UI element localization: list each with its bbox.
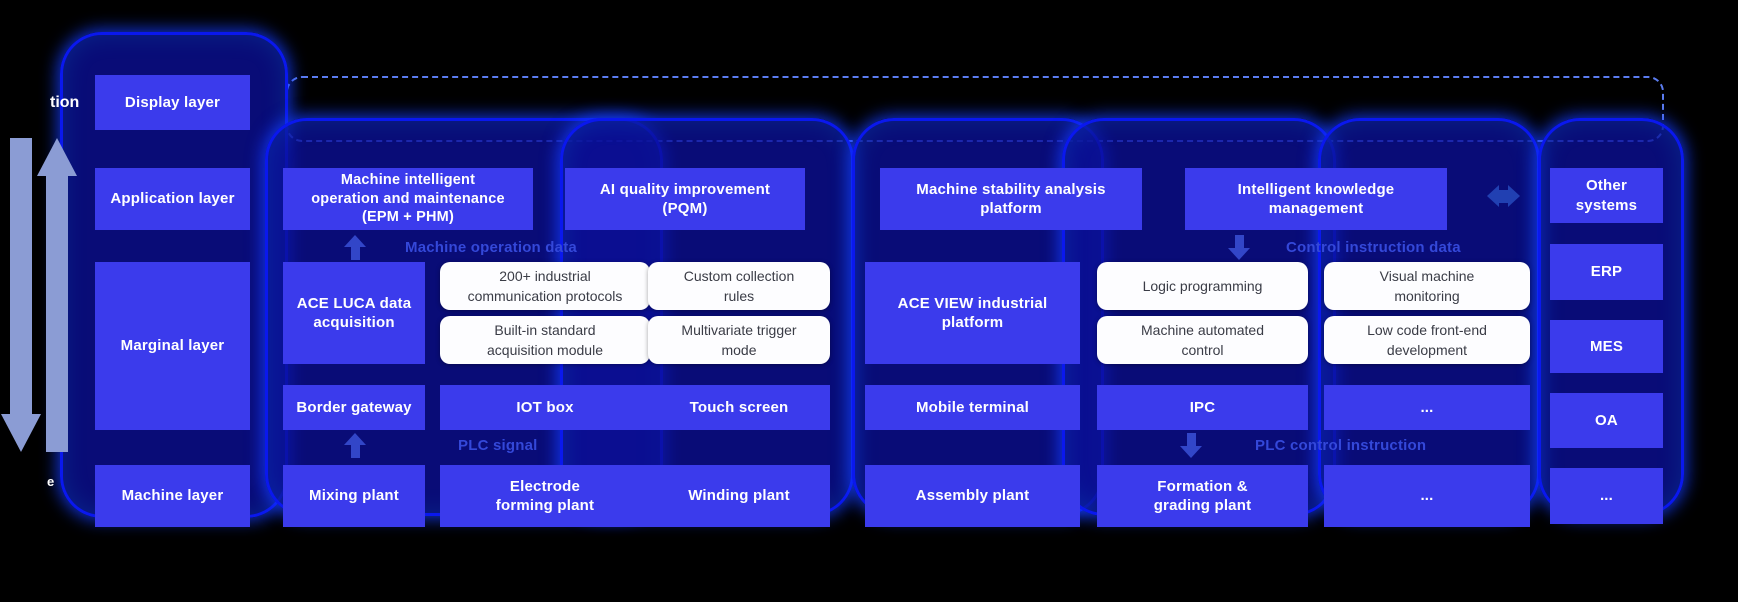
iot-box: IOT box bbox=[440, 385, 650, 430]
electrode-plant-box: Electrode forming plant bbox=[440, 465, 650, 527]
marginal-layer-box: Marginal layer bbox=[95, 262, 250, 430]
knowledge-management-box: Intelligent knowledge management bbox=[1185, 168, 1447, 230]
ace-luca-box: ACE LUCA data acquisition bbox=[283, 262, 425, 364]
feature-box: Visual machine monitoring bbox=[1324, 262, 1530, 310]
machine-layer-box: Machine layer bbox=[95, 465, 250, 527]
feature-box: 200+ industrial communication protocols bbox=[440, 262, 650, 310]
feature-box: Built-in standard acquisition module bbox=[440, 316, 650, 364]
flow-down-arrow-icon bbox=[1228, 235, 1250, 260]
epm-phm-box: Machine intelligent operation and mainte… bbox=[283, 168, 533, 230]
display-layer-box: Display layer bbox=[95, 75, 250, 130]
control-instruction-data-label: Control instruction data bbox=[1286, 239, 1461, 256]
double-headed-arrow-icon bbox=[1487, 185, 1520, 207]
border-gateway-box: Border gateway bbox=[283, 385, 425, 430]
feature-box: Machine automated control bbox=[1097, 316, 1308, 364]
mes-box: MES bbox=[1550, 320, 1663, 373]
other-systems-box: Other systems bbox=[1550, 168, 1663, 223]
erp-box: ERP bbox=[1550, 244, 1663, 300]
ellipsis-system-box: ... bbox=[1550, 468, 1663, 524]
flow-up-arrow-icon bbox=[344, 235, 366, 260]
ellipsis-device-box: ... bbox=[1324, 385, 1530, 430]
ipc-box: IPC bbox=[1097, 385, 1308, 430]
plc-control-instruction-label: PLC control instruction bbox=[1255, 437, 1427, 454]
feature-box: Logic programming bbox=[1097, 262, 1308, 310]
plc-up-arrow-icon bbox=[344, 433, 366, 458]
winding-plant-box: Winding plant bbox=[648, 465, 830, 527]
oa-box: OA bbox=[1550, 393, 1663, 448]
ace-view-box: ACE VIEW industrial platform bbox=[865, 262, 1080, 364]
plc-down-arrow-icon bbox=[1180, 433, 1202, 458]
feature-box: Custom collection rules bbox=[648, 262, 830, 310]
feature-box: Low code front-end development bbox=[1324, 316, 1530, 364]
clipped-letter-fragment: e bbox=[47, 474, 55, 489]
ellipsis-plant-box: ... bbox=[1324, 465, 1530, 527]
feature-box: Multivariate trigger mode bbox=[648, 316, 830, 364]
machine-operation-data-label: Machine operation data bbox=[405, 239, 577, 256]
stability-platform-box: Machine stability analysis platform bbox=[880, 168, 1142, 230]
mobile-terminal-box: Mobile terminal bbox=[865, 385, 1080, 430]
pqm-box: AI quality improvement (PQM) bbox=[565, 168, 805, 230]
application-layer-box: Application layer bbox=[95, 168, 250, 230]
formation-plant-box: Formation & grading plant bbox=[1097, 465, 1308, 527]
mixing-plant-box: Mixing plant bbox=[283, 465, 425, 527]
plc-signal-label: PLC signal bbox=[458, 437, 538, 454]
touch-screen-box: Touch screen bbox=[648, 385, 830, 430]
clipped-label-fragment: tion bbox=[50, 94, 80, 111]
assembly-plant-box: Assembly plant bbox=[865, 465, 1080, 527]
